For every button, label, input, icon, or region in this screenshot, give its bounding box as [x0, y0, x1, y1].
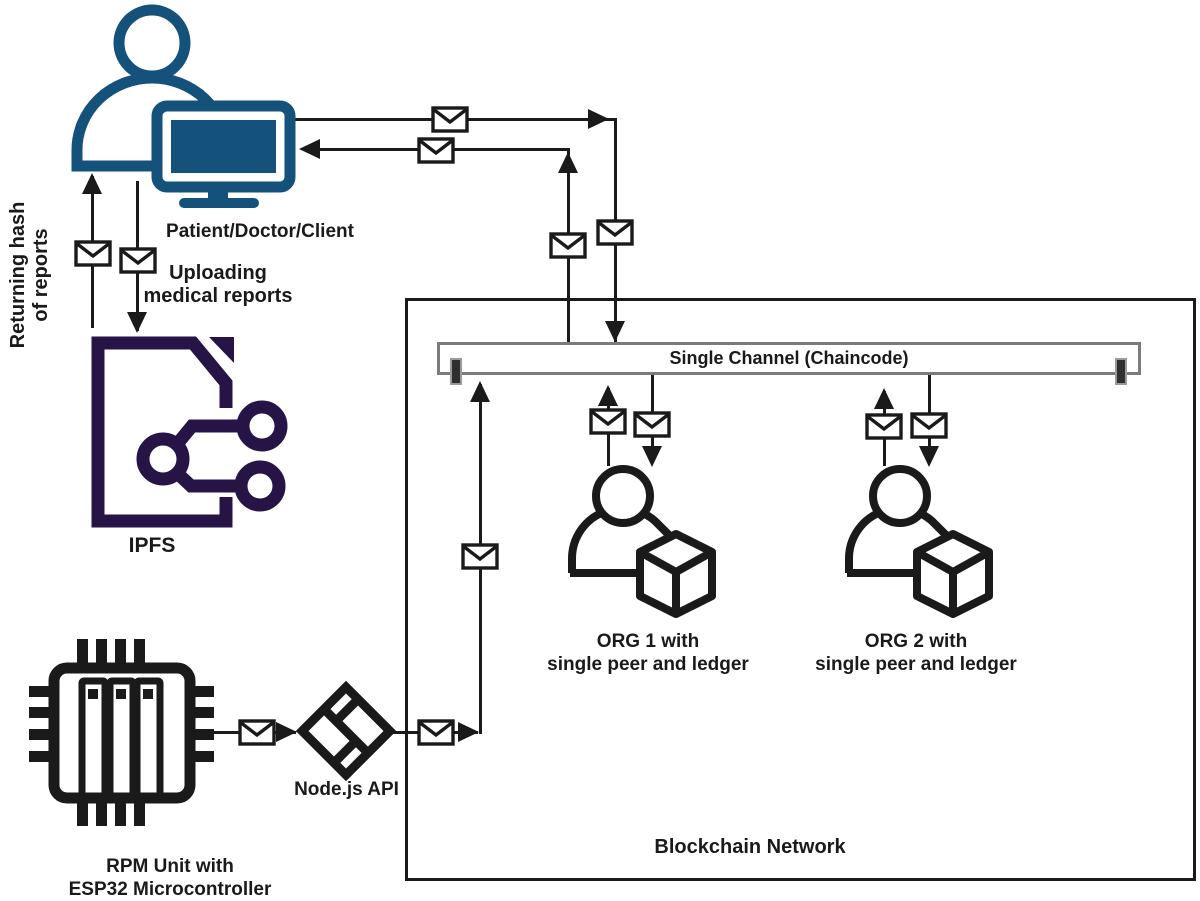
envelope-icon	[633, 411, 671, 438]
nodejs-logo-icon	[295, 680, 400, 785]
arrowhead-icon	[919, 446, 939, 467]
blockchain-network-label: Blockchain Network	[654, 836, 846, 858]
arrowhead-icon	[874, 388, 894, 409]
returning-hash-label: Returning hash of reports	[7, 190, 53, 360]
envelope-icon	[119, 247, 157, 274]
person-at-computer-icon	[40, 0, 300, 215]
org1-line2: single peer and ledger	[547, 654, 749, 675]
envelope-icon	[417, 719, 455, 746]
arrowhead-icon	[127, 312, 147, 333]
arrowhead-icon	[605, 321, 625, 342]
envelope-icon	[865, 413, 903, 440]
org2-label: ORG 2 with single peer and ledger	[801, 630, 1031, 676]
rpm-line1: RPM Unit with	[106, 856, 234, 877]
arrowhead-icon	[276, 722, 297, 742]
rpm-label: RPM Unit with ESP32 Microcontroller	[40, 855, 300, 901]
nodejs-label: Node.js API	[294, 779, 399, 800]
returning-hash-line1: Returning hash	[7, 201, 29, 349]
channel-anchor-tick	[450, 358, 462, 385]
rpm-line2: ESP32 Microcontroller	[68, 879, 272, 900]
single-channel-bar: Single Channel (Chaincode)	[437, 342, 1141, 375]
channel-label: Single Channel (Chaincode)	[669, 348, 909, 368]
envelope-icon	[461, 543, 499, 570]
envelope-icon	[431, 106, 469, 133]
esp32-chip-icon	[25, 635, 225, 835]
arrowhead-icon	[299, 139, 320, 159]
uploading-line2: medical reports	[143, 285, 293, 307]
envelope-icon	[417, 137, 455, 164]
envelope-icon	[74, 240, 112, 267]
envelope-icon	[549, 232, 587, 259]
org1-line1: ORG 1 with	[596, 631, 700, 652]
arrowhead-icon	[82, 173, 102, 194]
ipfs-file-circuit-icon	[78, 325, 303, 570]
blockchain-network-box	[405, 298, 1196, 881]
client-label: Patient/Doctor/Client	[166, 221, 354, 242]
envelope-icon	[596, 219, 634, 246]
arrowhead-icon	[458, 722, 479, 742]
envelope-icon	[589, 408, 627, 435]
arrowhead-icon	[558, 152, 578, 173]
arrowhead-icon	[588, 109, 609, 129]
channel-anchor-tick	[1115, 358, 1127, 385]
org2-line1: ORG 2 with	[864, 631, 968, 652]
org1-label: ORG 1 with single peer and ledger	[533, 630, 763, 676]
uploading-label: Uploading medical reports	[128, 262, 308, 308]
org2-line2: single peer and ledger	[815, 654, 1017, 675]
arrowhead-icon	[642, 446, 662, 467]
person-with-cube-icon	[560, 460, 720, 630]
person-with-cube-icon	[837, 460, 997, 630]
envelope-icon	[910, 412, 948, 439]
returning-hash-line2: of reports	[30, 228, 52, 322]
arrowhead-icon	[470, 381, 490, 402]
envelope-icon	[238, 719, 276, 746]
uploading-line1: Uploading	[169, 262, 267, 284]
arrowhead-icon	[598, 385, 618, 406]
ipfs-label: IPFS	[128, 534, 176, 557]
